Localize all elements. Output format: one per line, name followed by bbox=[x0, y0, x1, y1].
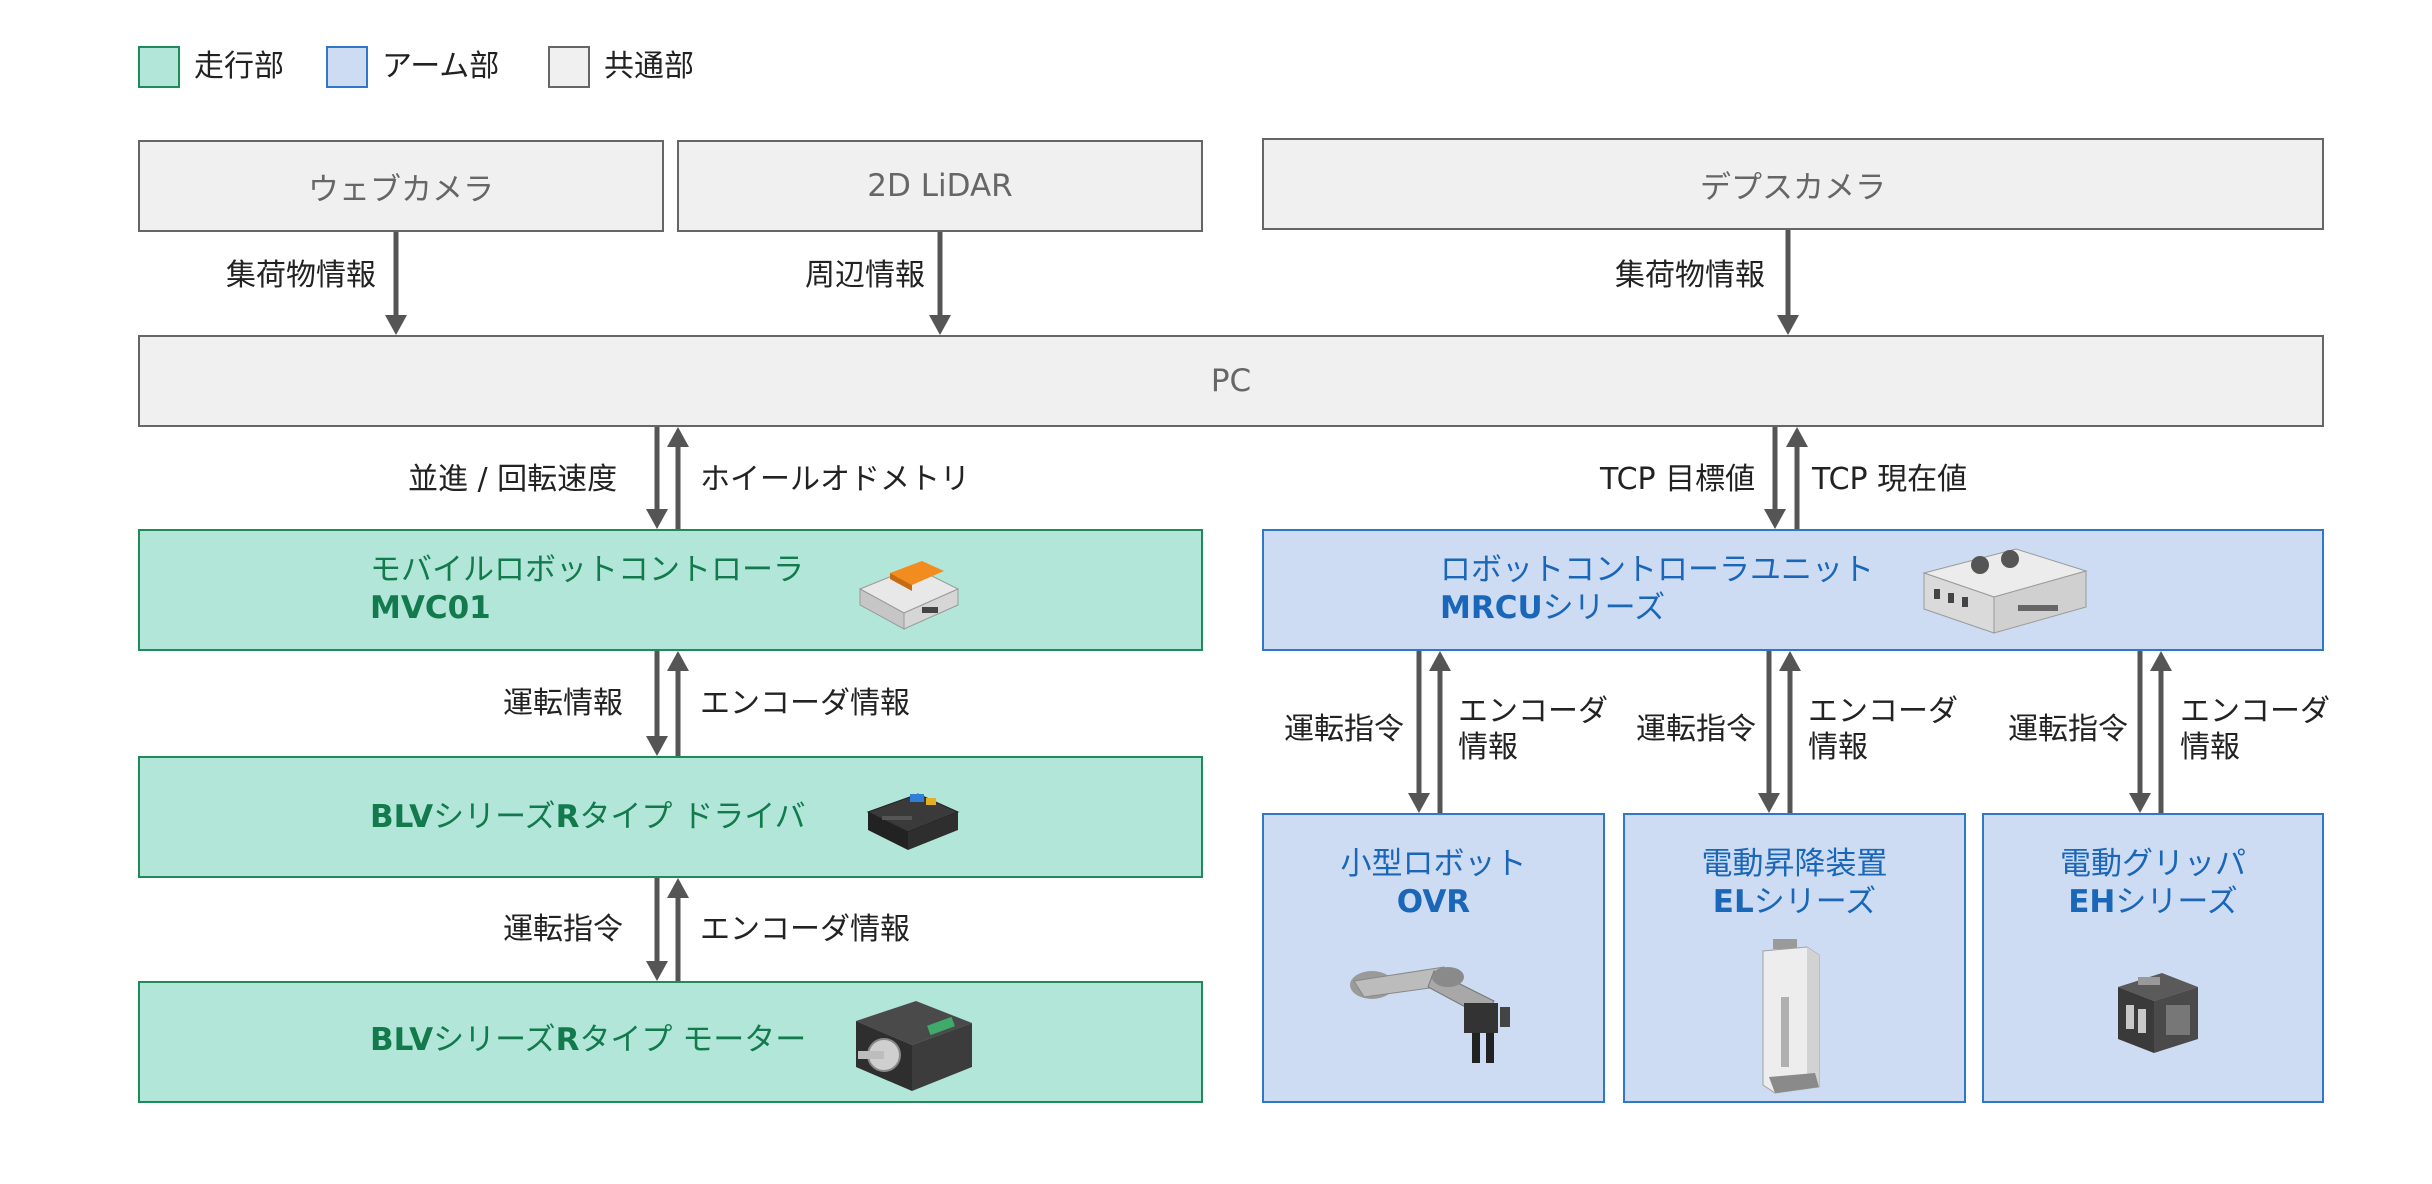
flow-label-lidar-pc: 周辺情報 bbox=[805, 258, 925, 293]
driver-model-r: R bbox=[555, 799, 580, 835]
mrcu-box: ロボットコントローラユニット MRCUシリーズ bbox=[1262, 529, 2324, 651]
el-box: 電動昇降装置 ELシリーズ bbox=[1623, 813, 1966, 1103]
flow-label-blv-motor-down: 運転指令 bbox=[503, 912, 623, 947]
mrcu-name: ロボットコントローラユニット bbox=[1440, 552, 1874, 588]
motor-box: BLVシリーズRタイプ モーター bbox=[138, 981, 1203, 1103]
arrow-mrcu-eh-down bbox=[2129, 651, 2151, 813]
driver-title: BLVシリーズRタイプ ドライバ bbox=[370, 798, 806, 836]
motor-model-r: R bbox=[555, 1022, 580, 1058]
el-name: 電動昇降装置 bbox=[1701, 846, 1888, 882]
flow-label-pc-mrcu-down: TCP 目標値 bbox=[1600, 462, 1756, 497]
flow-label-depth-pc: 集荷物情報 bbox=[1615, 258, 1765, 293]
depth-camera-box: デプスカメラ bbox=[1262, 138, 2324, 230]
legend-label-arm: アーム部 bbox=[382, 49, 500, 84]
arrow-mvc-pc-up bbox=[667, 427, 689, 529]
mvc-name: モバイルロボットコントローラ bbox=[370, 552, 804, 588]
arrow-pc-mvc-down bbox=[646, 427, 668, 529]
flow-label-el-up-2: 情報 bbox=[1808, 730, 1868, 765]
flow-label-eh-up-1: エンコーダ bbox=[2180, 694, 2330, 729]
flow-label-pc-mrcu-up: TCP 現在値 bbox=[1812, 462, 1968, 497]
lidar-box: 2D LiDAR bbox=[677, 140, 1203, 232]
flow-label-ovr-up-1: エンコーダ bbox=[1458, 694, 1608, 729]
driver-rest: タイプ ドライバ bbox=[579, 799, 806, 835]
pc-label: PC bbox=[1210, 363, 1252, 399]
motor-model-blv: BLV bbox=[370, 1022, 434, 1058]
arrow-webcam-pc bbox=[385, 232, 407, 335]
legend-swatch-travel bbox=[138, 46, 180, 88]
arrow-mrcu-el-down bbox=[1758, 651, 1780, 813]
flow-label-blv-motor-up: エンコーダ情報 bbox=[700, 912, 910, 947]
arrow-mrcu-pc-up bbox=[1786, 427, 1808, 529]
flow-label-eh-down: 運転指令 bbox=[2008, 712, 2128, 747]
arrow-blv-motor-down bbox=[646, 878, 668, 981]
eh-name: 電動グリッパ bbox=[2060, 846, 2246, 882]
flow-label-mvc-blv-down: 運転情報 bbox=[503, 686, 623, 721]
ovr-box: 小型ロボット OVR bbox=[1262, 813, 1605, 1103]
webcam-label: ウェブカメラ bbox=[308, 171, 494, 208]
motor-rest: タイプ モーター bbox=[579, 1022, 807, 1058]
flow-label-el-up-1: エンコーダ bbox=[1808, 694, 1958, 729]
scara-robot-icon bbox=[1350, 966, 1510, 1063]
depth-camera-label: デプスカメラ bbox=[1700, 169, 1886, 206]
flow-label-webcam-pc: 集荷物情報 bbox=[226, 258, 376, 293]
ovr-model: OVR bbox=[1396, 884, 1471, 920]
legend-label-travel: 走行部 bbox=[194, 49, 284, 84]
ovr-model-line: OVR bbox=[1264, 883, 1603, 921]
mrcu-suffix: シリーズ bbox=[1542, 590, 1666, 626]
flow-label-ovr-up-2: 情報 bbox=[1458, 730, 1518, 765]
mrcu-model: MRCU bbox=[1440, 590, 1543, 626]
flow-label-mvc-blv-up: エンコーダ情報 bbox=[700, 686, 910, 721]
legend-swatch-arm bbox=[326, 46, 368, 88]
driver-unit-icon bbox=[866, 793, 960, 850]
motor-title: BLVシリーズRタイプ モーター bbox=[370, 1021, 806, 1059]
driver-box: BLVシリーズRタイプ ドライバ bbox=[138, 756, 1203, 878]
arrow-mvc-blv-down bbox=[646, 651, 668, 756]
eh-model: EH bbox=[2068, 884, 2116, 920]
arrow-el-mrcu-up bbox=[1779, 651, 1801, 813]
motor-icon bbox=[856, 1001, 972, 1091]
eh-suffix: シリーズ bbox=[2115, 884, 2238, 920]
ovr-name: 小型ロボット bbox=[1340, 846, 1527, 882]
arrow-blv-mvc-up bbox=[667, 651, 689, 756]
driver-series: シリーズ bbox=[433, 799, 556, 835]
arrow-mrcu-ovr-down bbox=[1408, 651, 1430, 813]
flow-label-pc-mvc-down: 並進 / 回転速度 bbox=[408, 462, 618, 497]
flow-label-ovr-down: 運転指令 bbox=[1284, 712, 1404, 747]
lift-actuator-icon bbox=[1762, 939, 1820, 1094]
flow-label-pc-mvc-up: ホイールオドメトリ bbox=[700, 462, 970, 497]
arrow-motor-blv-up bbox=[667, 878, 689, 981]
el-suffix: シリーズ bbox=[1753, 884, 1877, 920]
el-model-line: ELシリーズ bbox=[1625, 883, 1964, 921]
eh-box: 電動グリッパ EHシリーズ bbox=[1982, 813, 2324, 1103]
mvc-model: MVC01 bbox=[370, 590, 491, 626]
gripper-icon bbox=[2118, 973, 2198, 1053]
arrow-pc-mrcu-down bbox=[1764, 427, 1786, 529]
arrow-depth-pc bbox=[1777, 230, 1799, 335]
controller-unit-icon bbox=[1922, 548, 2088, 634]
mrcu-model-line: MRCUシリーズ bbox=[1440, 589, 1665, 627]
flow-label-el-down: 運転指令 bbox=[1636, 712, 1756, 747]
controller-board-icon bbox=[858, 561, 960, 630]
motor-series: シリーズ bbox=[433, 1022, 556, 1058]
flow-label-eh-up-2: 情報 bbox=[2180, 730, 2240, 765]
webcam-box: ウェブカメラ bbox=[138, 140, 664, 232]
arrow-ovr-mrcu-up bbox=[1429, 651, 1451, 813]
mvc-box: モバイルロボットコントローラ MVC01 bbox=[138, 529, 1203, 651]
legend-label-common: 共通部 bbox=[604, 49, 694, 84]
lidar-label: 2D LiDAR bbox=[867, 168, 1013, 204]
pc-box: PC bbox=[138, 335, 2324, 427]
driver-model-blv: BLV bbox=[370, 799, 434, 835]
arrow-eh-mrcu-up bbox=[2150, 651, 2172, 813]
arrow-lidar-pc bbox=[929, 232, 951, 335]
eh-model-line: EHシリーズ bbox=[1984, 883, 2322, 921]
el-model: EL bbox=[1712, 884, 1754, 920]
legend-swatch-common bbox=[548, 46, 590, 88]
